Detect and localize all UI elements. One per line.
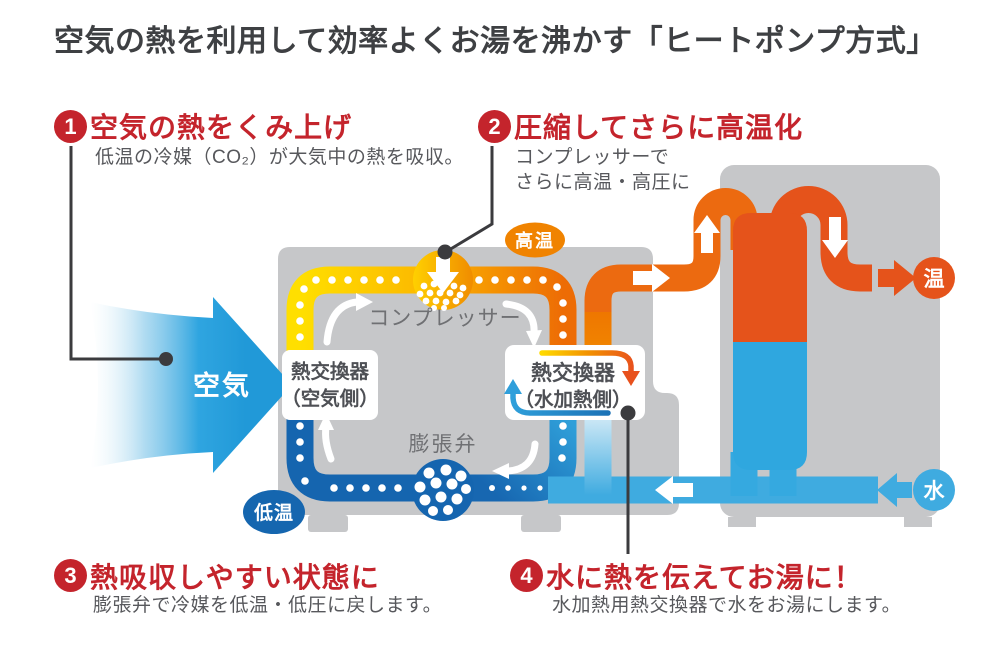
step-4-heading: 水に熱を伝えてお湯に！ <box>546 562 863 593</box>
step-3-body: 膨張弁で冷媒を低温・低圧に戻します。 <box>93 595 443 616</box>
heat-pump-unit <box>278 247 679 532</box>
hot-water-badge-label: 温 <box>924 268 945 291</box>
step-2-body-line2: さらに高温・高圧に <box>515 172 691 193</box>
hot-water-out-pipe <box>584 188 758 312</box>
compressor-icon <box>413 250 473 311</box>
riser-up-arrow-icon <box>694 215 720 253</box>
callout-line-1 <box>69 146 160 361</box>
low-temp-badge-label: 低温 <box>253 501 294 524</box>
tank-hot-layer <box>733 213 807 342</box>
callout-lines <box>69 146 630 554</box>
air-label: 空気 <box>193 370 251 401</box>
inlet-left-arrow-icon <box>655 476 693 504</box>
hx-air-line2: （空気側） <box>281 387 379 410</box>
callout-line-2 <box>448 146 494 252</box>
compressor-down-arrow-icon <box>427 257 459 293</box>
expansion-valve-icon <box>412 459 474 521</box>
low-temp-badge: 低温 <box>243 490 305 534</box>
high-temp-badge-label: 高温 <box>515 230 555 251</box>
step-1-number-badge: 1 <box>54 110 87 143</box>
hx-water-cold-arrowhead-icon <box>504 379 522 394</box>
tank-cold-layer <box>733 342 807 470</box>
air-arrow: 空気 <box>90 297 292 473</box>
hot-out-right-arrow-icon <box>633 264 670 292</box>
cold-water-badge-label: 水 <box>924 480 946 503</box>
cold-water-badge: 水 <box>913 469 955 511</box>
hx-water-box: 熱交換器 （水加熱側） <box>504 345 645 420</box>
loop-flow-arrowheads <box>318 293 542 479</box>
tank-down-arrow-icon <box>822 217 848 258</box>
step-2-heading: 圧縮してさらに高温化 <box>514 112 804 143</box>
step-1-body: 低温の冷媒（CO₂）が大気中の熱を吸収。 <box>95 147 464 168</box>
high-temp-badge: 高温 <box>505 222 565 258</box>
hx-water-line2: （水加熱側） <box>514 388 631 411</box>
tank-foot-right <box>904 517 932 527</box>
step-1-heading: 空気の熱をくみ上げ <box>90 112 353 143</box>
pipe-direction-arrows <box>633 215 848 504</box>
tank-foot-left <box>728 517 756 527</box>
heat-pump-foot-right <box>521 515 561 532</box>
hx-air-box: 熱交換器 （空気側） <box>281 350 379 420</box>
water-circuit <box>548 186 878 504</box>
step-2-body-line1: コンプレッサーで <box>515 147 670 168</box>
hx-water-hot-flow-icon <box>539 350 634 375</box>
step-3-heading: 熱吸収しやすい状態に <box>90 562 380 593</box>
hx-water-hot-arrowhead-icon <box>622 371 640 386</box>
step-4-number-badge: 4 <box>510 559 543 592</box>
hx-air-line1: 熱交換器 <box>291 360 370 383</box>
step-3-number-badge: 3 <box>54 559 87 592</box>
hot-water-arrow-icon <box>878 260 916 296</box>
step-2-number-badge: 2 <box>478 110 511 143</box>
tank-top-bend-pipe <box>769 186 872 292</box>
hx-water-line1: 熱交換器 <box>531 361 616 385</box>
hot-water-badge: 温 <box>913 257 955 299</box>
step-4-body: 水加熱用熱交換器で水をお湯にします。 <box>552 595 902 616</box>
hx-water-cold-flow-icon <box>510 390 611 416</box>
callout-dots <box>159 244 636 421</box>
compressor-label: コンプレッサー <box>368 307 521 330</box>
cold-water-arrow-icon <box>877 473 912 507</box>
storage-tank <box>733 213 807 470</box>
heat-pump-foot-left <box>308 515 348 532</box>
page-title: 空気の熱を利用して効率よくお湯を沸かす「ヒートポンプ方式」 <box>54 25 937 58</box>
expansion-valve-label: 膨張弁 <box>409 433 478 456</box>
